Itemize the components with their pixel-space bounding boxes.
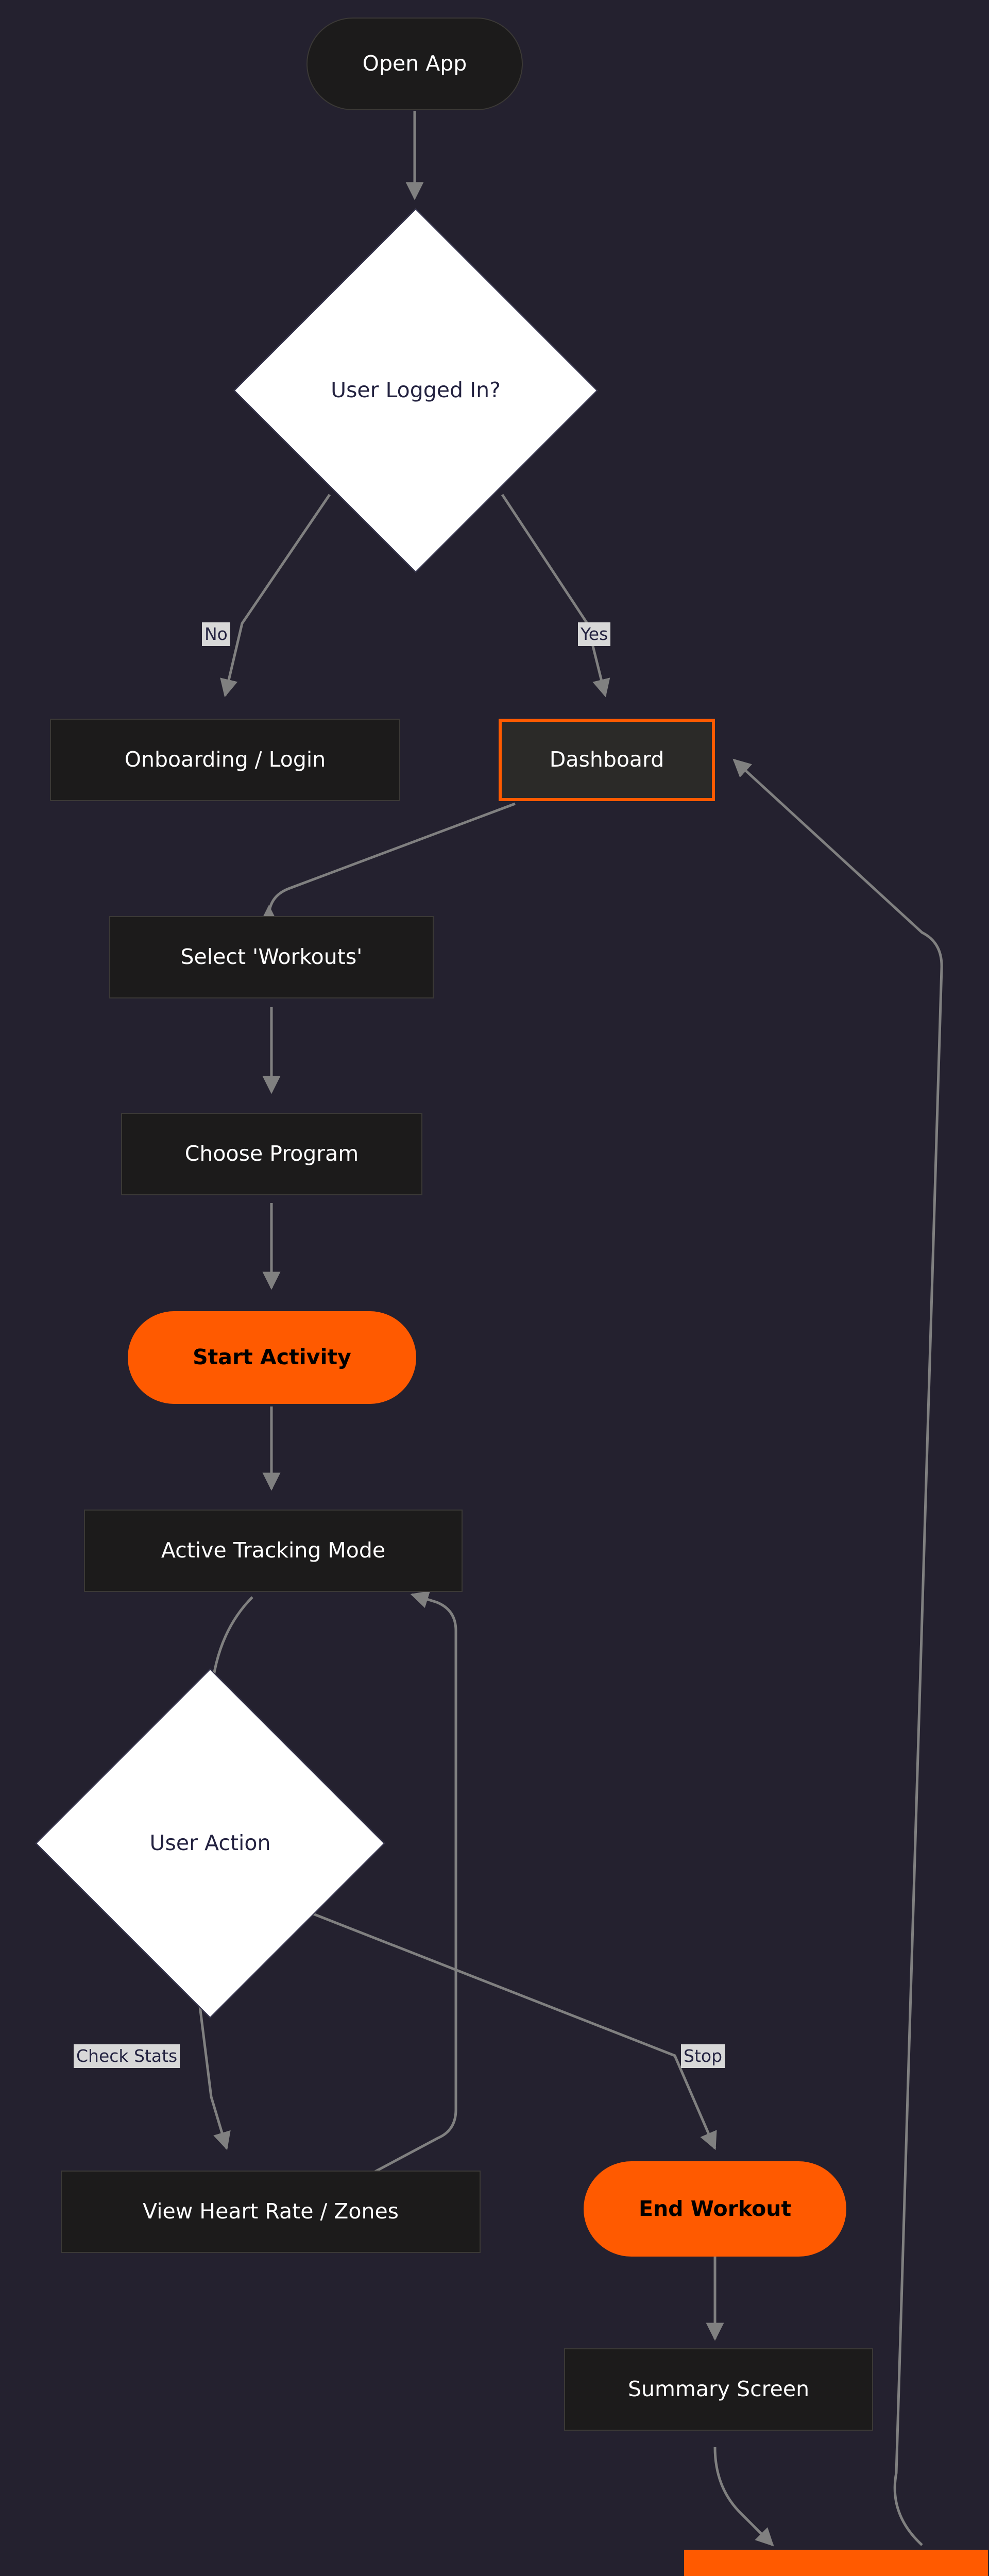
node-view-heart-rate-zones-label: View Heart Rate / Zones [142,2199,399,2224]
node-view-heart-rate-zones[interactable]: View Heart Rate / Zones [61,2171,481,2253]
edge-view-hr-to-active-tracking [360,1590,457,2181]
edge-user-action-to-end-workout [293,1905,717,2150]
node-summary-screen-label: Summary Screen [627,2377,810,2402]
edge-summary-screen-to-save-history [713,2447,774,2547]
node-dashboard[interactable]: Dashboard [499,719,715,801]
edge-save-history-to-dashboard [732,758,943,2546]
node-choose-program-label: Choose Program [184,1141,359,1166]
node-user-logged-in-label: User Logged In? [331,378,501,403]
edge-label-no: No [202,622,230,646]
node-open-app[interactable]: Open App [306,18,523,110]
node-active-tracking-mode-label: Active Tracking Mode [161,1538,386,1563]
node-user-action[interactable]: User Action [35,1668,385,2019]
node-choose-program[interactable]: Choose Program [121,1113,422,1195]
node-onboarding-login-label: Onboarding / Login [124,747,326,772]
node-active-tracking-mode[interactable]: Active Tracking Mode [84,1510,463,1592]
node-select-workouts-label: Select 'Workouts' [180,944,363,970]
node-end-workout-label: End Workout [638,2196,792,2221]
node-start-activity[interactable]: Start Activity [128,1311,416,1404]
node-user-logged-in[interactable]: User Logged In? [233,208,598,573]
edge-label-check-stats: Check Stats [74,2044,180,2068]
node-user-action-label: User Action [149,1831,271,1856]
edge-user-logged-in-to-onboarding [220,494,331,698]
node-end-workout[interactable]: End Workout [584,2161,846,2257]
edge-dashboard-to-select-workouts [260,802,516,923]
node-dashboard-label: Dashboard [549,747,664,772]
node-summary-screen[interactable]: Summary Screen [564,2348,873,2431]
edge-label-stop: Stop [681,2044,725,2068]
node-open-app-label: Open App [362,51,467,76]
edge-user-logged-in-to-dashboard [501,494,610,698]
edge-label-yes: Yes [578,622,611,646]
node-save-to-history[interactable]: Save to History [684,2550,988,2576]
node-select-workouts[interactable]: Select 'Workouts' [109,916,434,998]
node-start-activity-label: Start Activity [193,1345,351,1370]
node-onboarding-login[interactable]: Onboarding / Login [50,719,400,801]
